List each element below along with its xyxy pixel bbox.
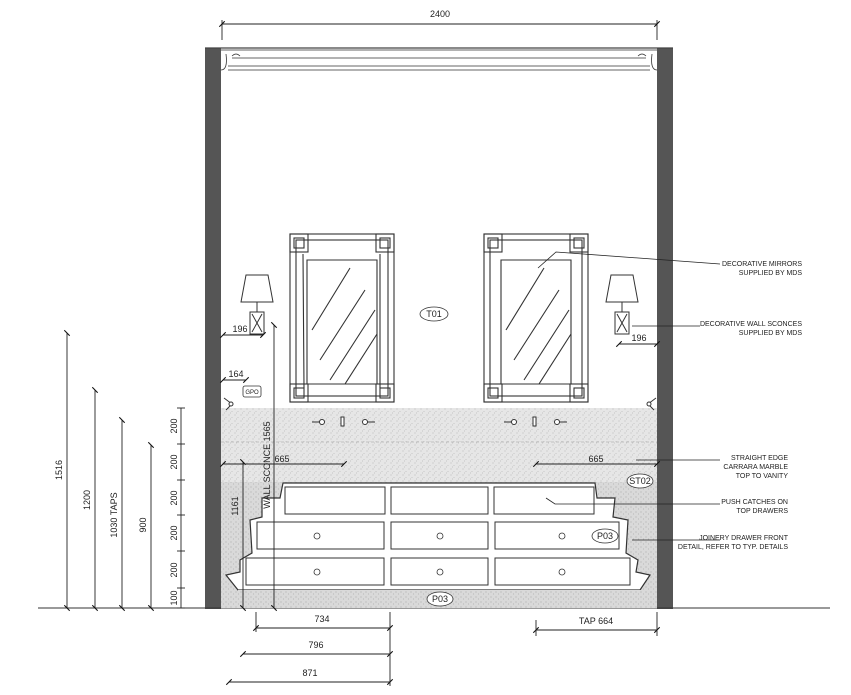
wall-sconce-right [605, 274, 639, 335]
gpo-fittings [223, 397, 657, 411]
dim-196-right: 196 [631, 333, 646, 343]
dim-665-left: 665 [274, 454, 289, 464]
stack-dim-6: 100 [169, 590, 179, 605]
note-push-line2: TOP DRAWERS [736, 508, 788, 515]
stack-dim-3: 200 [169, 490, 179, 505]
dim-164: 164 [228, 369, 243, 379]
note-joinery: JOINERY DRAWER FRONT DETAIL, REFER TO TY… [678, 535, 789, 551]
note-sconces-line1: DECORATIVE WALL SCONCES [700, 321, 802, 328]
note-joinery-line2: DETAIL, REFER TO TYP. DETAILS [678, 544, 788, 551]
note-marble-line3: TOP TO VANITY [736, 473, 789, 480]
dim-196-left: 196 [232, 324, 247, 334]
note-sconces: DECORATIVE WALL SCONCES SUPPLIED BY MDS [700, 321, 802, 337]
tag-p03-drawer: P03 [597, 531, 613, 541]
mirror-left [289, 233, 395, 403]
dim-871: 871 [302, 668, 317, 678]
stack-dim-4: 200 [169, 525, 179, 540]
note-push-catches: PUSH CATCHES ON TOP DRAWERS [721, 499, 788, 515]
dim-796: 796 [308, 640, 323, 650]
dim-1030-taps: 1030 TAPS [109, 492, 119, 537]
tapware [312, 416, 567, 427]
stack-dim-5: 200 [169, 562, 179, 577]
dim-900: 900 [138, 517, 148, 532]
note-sconces-line2: SUPPLIED BY MDS [739, 330, 803, 337]
tag-bubbles [242, 306, 654, 607]
cornice [220, 49, 658, 71]
note-push-line1: PUSH CATCHES ON [721, 499, 788, 506]
dim-overall-width: 2400 [430, 9, 450, 19]
dim-1200: 1200 [82, 490, 92, 510]
stack-dim-1: 200 [169, 418, 179, 433]
stack-dims: 200 200 200 200 200 100 [169, 418, 179, 605]
dim-1516: 1516 [54, 460, 64, 480]
dim-tap-664: TAP 664 [579, 616, 613, 626]
side-walls [205, 47, 673, 609]
note-mirrors-line2: SUPPLIED BY MDS [739, 270, 803, 277]
note-joinery-line1: JOINERY DRAWER FRONT [699, 535, 789, 542]
note-mirrors-line1: DECORATIVE MIRRORS [722, 261, 802, 268]
note-mirrors: DECORATIVE MIRRORS SUPPLIED BY MDS [722, 261, 802, 277]
dim-wall-sconce: WALL SCONCE 1565 [262, 421, 272, 508]
note-marble-line1: STRAIGHT EDGE [731, 455, 788, 462]
mirror-right [483, 233, 589, 403]
tag-p03-base: P03 [432, 594, 448, 604]
dimension-lines [63, 20, 661, 686]
tag-st02: ST02 [629, 476, 651, 486]
note-marble-line2: CARRARA MARBLE [723, 464, 788, 471]
tag-gpo: GPO [245, 390, 259, 396]
wall-sconce-left [240, 274, 274, 335]
stack-dim-2: 200 [169, 454, 179, 469]
dim-734: 734 [314, 614, 329, 624]
tag-t01: T01 [426, 309, 442, 319]
leader-lines [537, 251, 721, 541]
dim-665-right: 665 [588, 454, 603, 464]
vanity-cabinet [224, 482, 651, 608]
note-marble: STRAIGHT EDGE CARRARA MARBLE TOP TO VANI… [723, 455, 788, 480]
marble-splashback [221, 408, 657, 482]
dim-1161: 1161 [230, 496, 240, 515]
